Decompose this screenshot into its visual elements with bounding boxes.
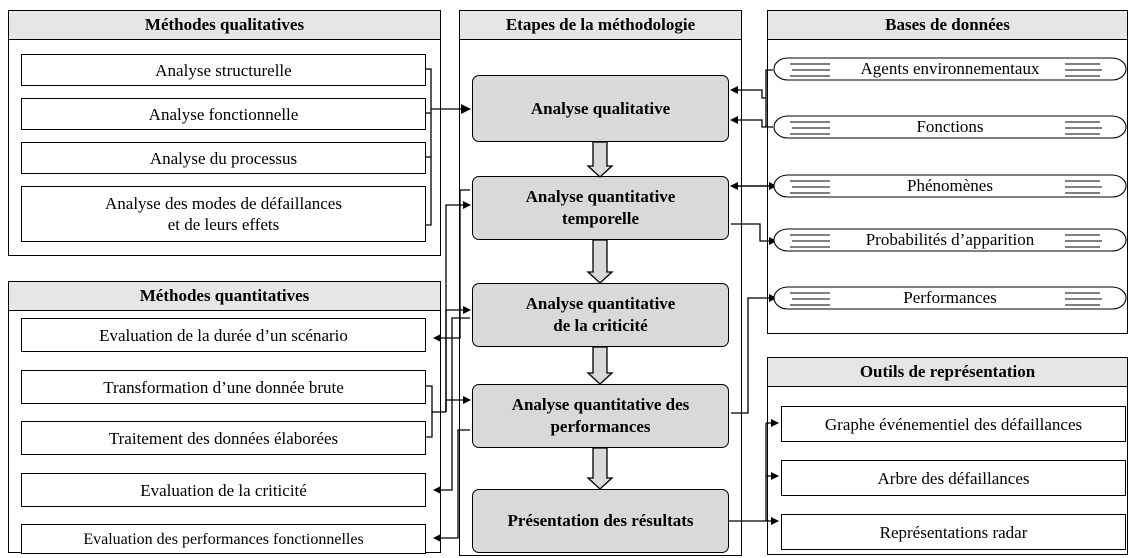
method-processed-data-treatment: Traitement des données élaborées xyxy=(21,421,426,455)
step-temporal-analysis: Analyse quantitative temporelle xyxy=(472,176,729,240)
method-scenario-duration: Evaluation de la durée d’un scénario xyxy=(21,318,426,352)
step-results-presentation: Présentation des résultats xyxy=(472,489,729,553)
tool-event-graph: Graphe événementiel des défaillances xyxy=(781,406,1126,442)
step-criticality-analysis: Analyse quantitative de la criticité xyxy=(472,283,729,347)
method-criticality-evaluation: Evaluation de la criticité xyxy=(21,473,426,507)
qualitative-methods-title: Méthodes qualitatives xyxy=(9,11,440,40)
step-qualitative-analysis: Analyse qualitative xyxy=(472,75,729,142)
method-structural-analysis: Analyse structurelle xyxy=(21,54,426,86)
method-fmea: Analyse des modes de défaillances et de … xyxy=(21,186,426,242)
method-performance-evaluation: Evaluation des performances fonctionnell… xyxy=(21,524,426,554)
db-phenomena: Phénomènes xyxy=(835,176,1065,196)
step-performance-analysis: Analyse quantitative des performances xyxy=(472,384,729,448)
method-raw-data-transformation: Transformation d’une donnée brute xyxy=(21,370,426,404)
tool-radar-charts: Représentations radar xyxy=(781,514,1126,550)
method-process-analysis: Analyse du processus xyxy=(21,142,426,174)
db-probabilities: Probabilités d’apparition xyxy=(835,230,1065,250)
tool-fault-tree: Arbre des défaillances xyxy=(781,460,1126,496)
db-environmental-agents: Agents environnementaux xyxy=(835,59,1065,79)
quantitative-methods-panel: Méthodes quantitatives Evaluation de la … xyxy=(8,281,441,554)
method-functional-analysis: Analyse fonctionnelle xyxy=(21,98,426,130)
db-performances: Performances xyxy=(835,288,1065,308)
qualitative-methods-panel: Méthodes qualitatives Analyse structurel… xyxy=(8,10,441,256)
db-functions: Fonctions xyxy=(835,117,1065,137)
representation-tools-panel: Outils de représentation Graphe événemen… xyxy=(767,357,1128,555)
representation-tools-title: Outils de représentation xyxy=(768,358,1127,387)
databases-title: Bases de données xyxy=(768,11,1127,40)
methodology-steps-title: Etapes de la méthodologie xyxy=(460,11,741,40)
quantitative-methods-title: Méthodes quantitatives xyxy=(9,282,440,311)
